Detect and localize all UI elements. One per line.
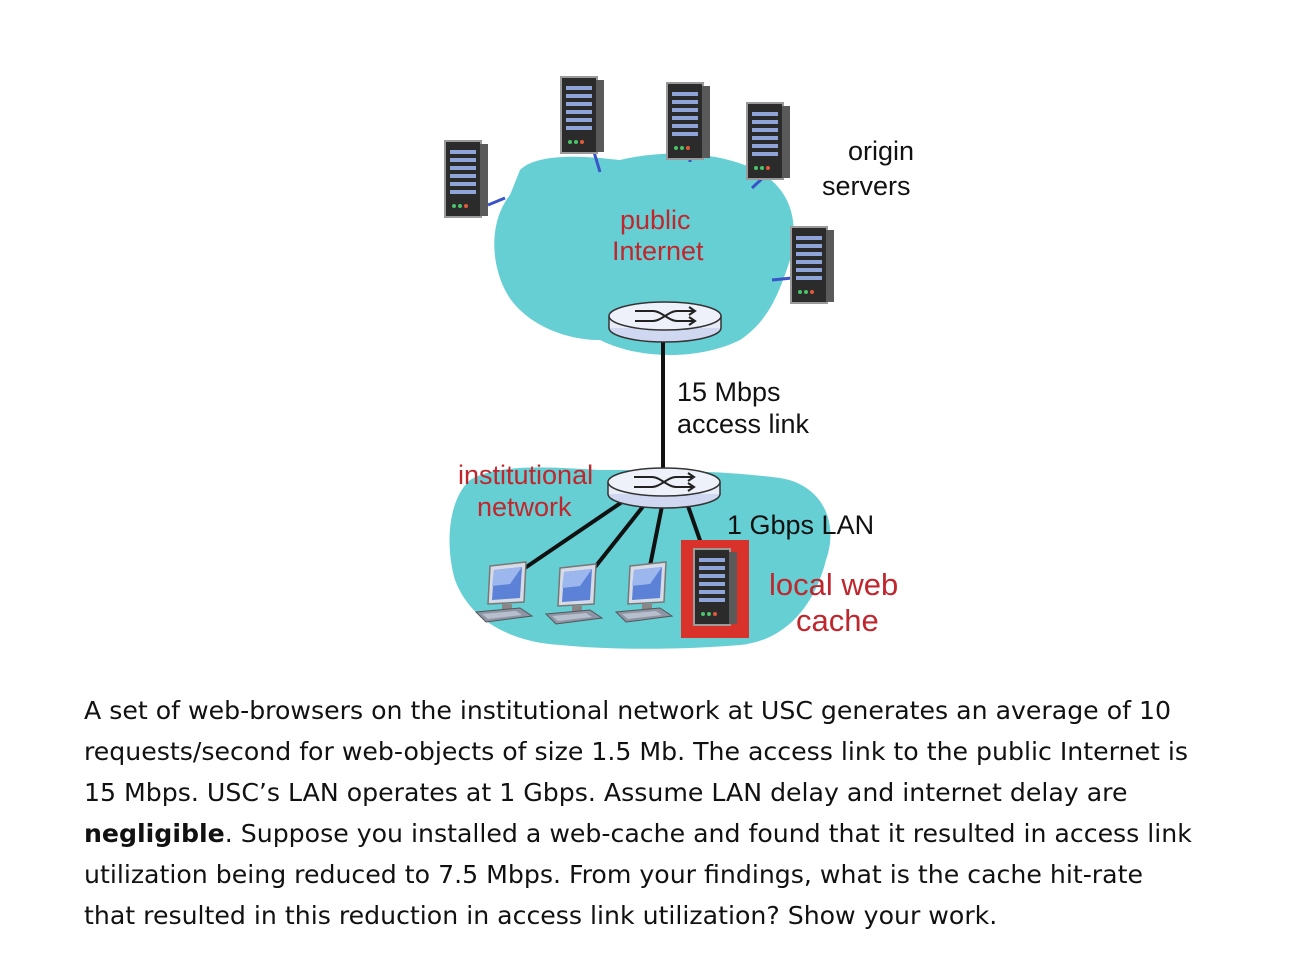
question-line: requests/second for web-objects of size … bbox=[84, 737, 1188, 766]
lan-links bbox=[514, 498, 704, 578]
origin-server-icon bbox=[746, 102, 790, 180]
origin-server-icon bbox=[444, 140, 488, 218]
network-diagram bbox=[444, 76, 834, 649]
institutional-network-label: institutional bbox=[458, 460, 594, 490]
question-text: A set of web-browsers on the institution… bbox=[84, 690, 1294, 936]
public-internet-cloud bbox=[494, 153, 794, 355]
institutional-router-icon bbox=[607, 467, 721, 509]
local-cache-label: cache bbox=[796, 603, 879, 638]
origin-server-icon bbox=[666, 82, 710, 160]
lan-label: 1 Gbps LAN bbox=[727, 510, 875, 540]
emphasis-negligible: negligible bbox=[84, 819, 225, 848]
public-internet-label: public bbox=[620, 205, 691, 235]
question-line-rest: . Suppose you installed a web-cache and … bbox=[224, 819, 1192, 848]
origin-server-icon bbox=[790, 226, 834, 304]
cache-server-icon bbox=[693, 548, 737, 626]
institutional-network-label: network bbox=[477, 492, 572, 522]
internet-router-icon bbox=[608, 301, 722, 343]
question-line: A set of web-browsers on the institution… bbox=[84, 696, 1172, 725]
local-cache-label: local web bbox=[769, 567, 899, 602]
origin-server-icon bbox=[560, 76, 604, 154]
question-line: utilization being reduced to 7.5 Mbps. F… bbox=[84, 860, 1143, 889]
origin-servers-label: origin bbox=[848, 136, 915, 166]
origin-servers-label: servers bbox=[822, 171, 911, 201]
access-link-label: access link bbox=[677, 409, 810, 439]
question-line: 15 Mbps. USC’s LAN operates at 1 Gbps. A… bbox=[84, 778, 1128, 807]
question-line: that resulted in this reduction in acces… bbox=[84, 901, 998, 930]
question-line: negligible. Suppose you installed a web-… bbox=[84, 813, 1294, 854]
public-internet-label: Internet bbox=[612, 236, 704, 266]
access-link-label: 15 Mbps bbox=[677, 377, 781, 407]
